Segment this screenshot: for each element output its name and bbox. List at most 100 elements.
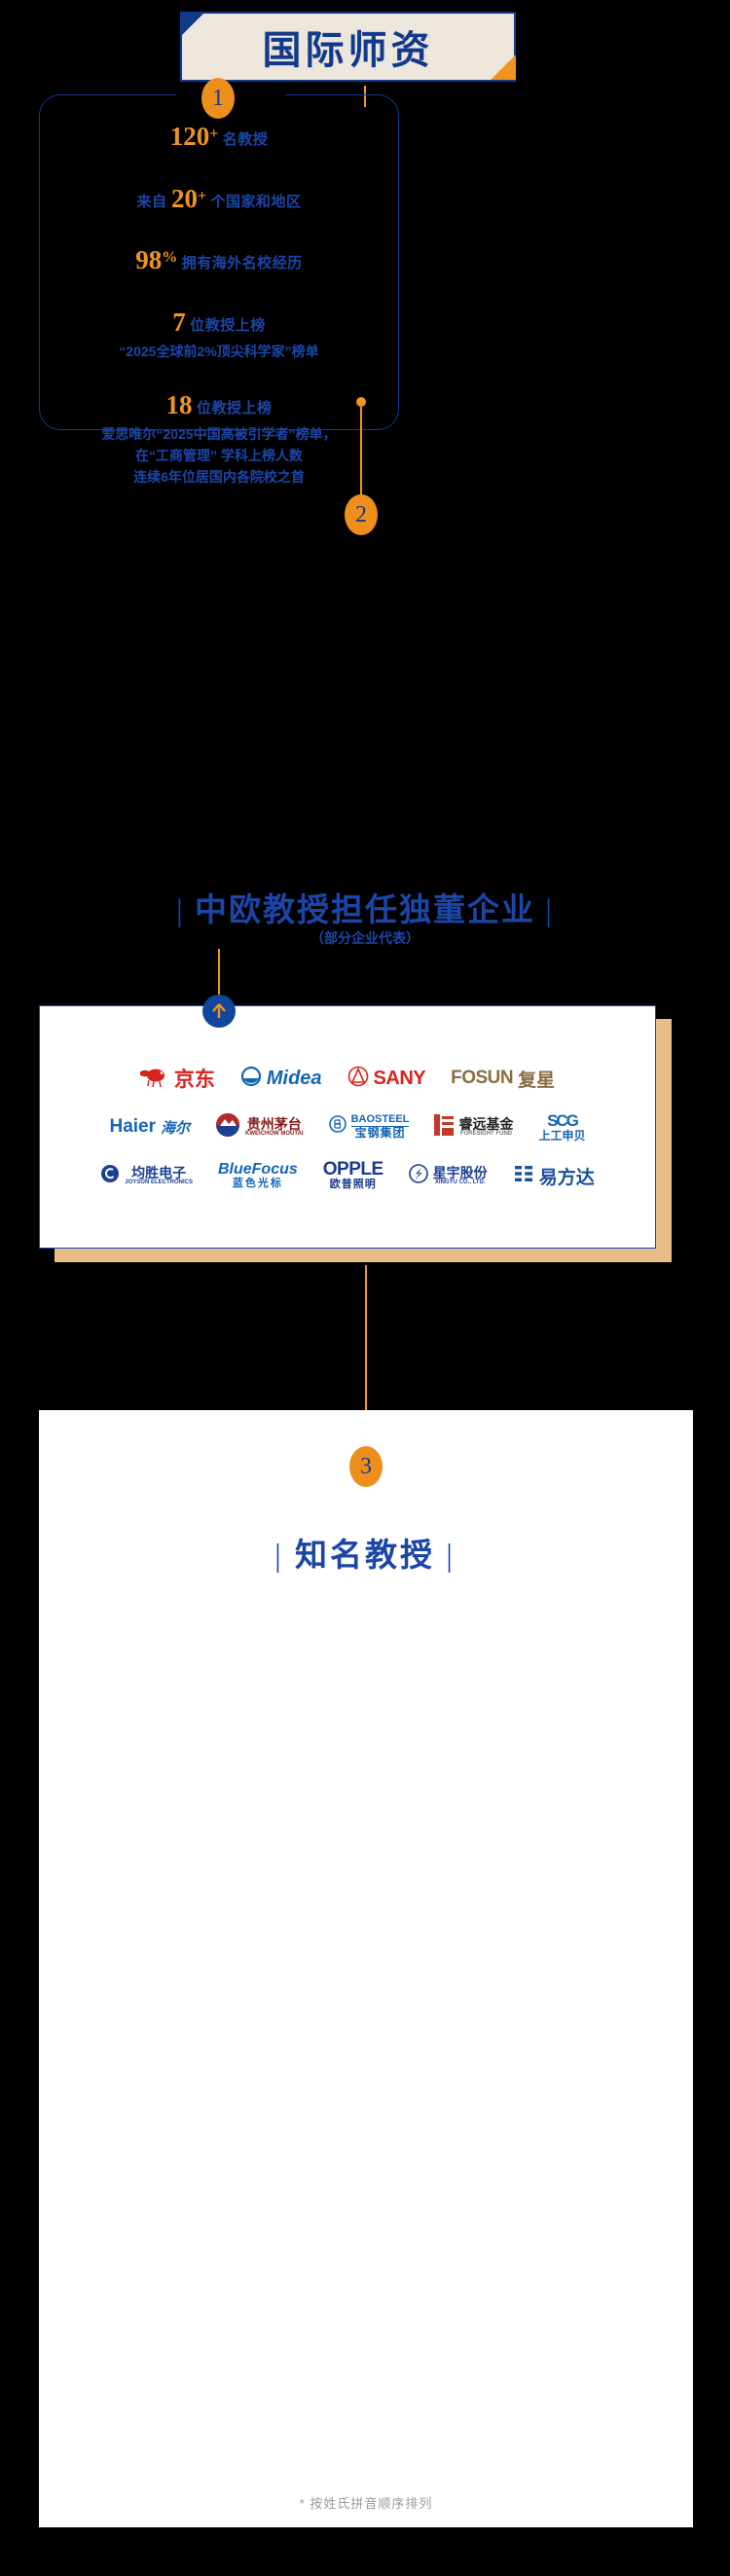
- section2-subtitle: （部分企业代表）: [310, 930, 420, 946]
- logo-row: Haier 海尔 贵州茅台 KWEICHOW MOUTAI BAOSTEEL 宝…: [64, 1103, 631, 1151]
- logo-foresight-fund: 睿远基金 FORESIGHT FUND: [434, 1113, 514, 1141]
- logo-fosun: FOSUN 复星: [451, 1066, 555, 1092]
- company-logo-grid: 京东 Midea SANY FOSUN 复星 Haier 海尔: [39, 1005, 656, 1249]
- foresight-bars-icon: [434, 1113, 455, 1141]
- baosteel-circle-icon: [328, 1115, 347, 1138]
- scg-label-cn: 上工申贝: [538, 1128, 586, 1143]
- stat-number: 18: [165, 389, 193, 419]
- baosteel-label-cn: 宝钢集团: [354, 1125, 406, 1140]
- connector-line-header-to-section1: [364, 86, 366, 107]
- joyson-label-cn: 均胜电子: [131, 1164, 187, 1180]
- opple-label-en: OPPLE: [322, 1159, 383, 1180]
- stat-item-professors: 120+ 名教授: [39, 117, 399, 157]
- section-badge-1: 1: [201, 78, 235, 119]
- xingyu-star-icon: [408, 1163, 428, 1188]
- logo-bluefocus: BlueFocus 蓝色光标: [217, 1160, 298, 1189]
- bluefocus-label-en: BlueFocus: [217, 1160, 298, 1178]
- connector-dot: [356, 397, 366, 407]
- stat-label: 拥有海外名校经历: [181, 255, 303, 272]
- jd-dog-icon: [139, 1065, 169, 1093]
- stat-superscript: %: [162, 249, 178, 266]
- stats-list: 120+ 名教授 来自 20+ 个国家和地区 98% 拥有海外名校经历 7 位教…: [39, 117, 399, 497]
- logo-jd: 京东: [139, 1064, 215, 1093]
- opple-label-cn: 欧普照明: [329, 1179, 377, 1191]
- logo-joyson: 均胜电子 JOYSON ELECTRONICS: [100, 1164, 193, 1188]
- connector-line-section2-to-section3: [365, 1265, 367, 1450]
- xingyu-label-cn: 星宇股份: [432, 1164, 488, 1180]
- section2-title: | 中欧教授担任独董企业 |: [0, 884, 730, 930]
- title-bar-left: |: [176, 893, 185, 928]
- stat-number: 20: [170, 183, 198, 213]
- stat-number: 98: [135, 245, 163, 274]
- stat-detail-line: 爱思唯尔“2025中国高被引学者”榜单，: [101, 426, 337, 443]
- stat-label: 个国家和地区: [210, 193, 302, 210]
- stat-detail-line: “2025全球前2%顶尖科学家”榜单: [119, 344, 319, 359]
- card-notch-right: [217, 92, 285, 98]
- stat-item-highly-cited: 18 位教授上榜 爱思唯尔“2025中国高被引学者”榜单， 在“工商管理” 学科…: [39, 385, 399, 489]
- stat-number: 120: [169, 122, 210, 151]
- sany-triangle-icon: [347, 1066, 369, 1092]
- baosteel-label-en: BAOSTEEL: [350, 1113, 410, 1127]
- stat-prefix: 来自: [136, 193, 167, 210]
- haier-label-cn: 海尔: [161, 1119, 191, 1137]
- stat-label: 位教授上榜: [190, 316, 266, 334]
- joyson-swirl-icon: [100, 1164, 120, 1188]
- page-header-banner: 国际师资: [0, 8, 730, 86]
- haier-label-en: Haier: [109, 1116, 157, 1137]
- stat-item-top2percent: 7 位教授上榜 “2025全球前2%顶尖科学家”榜单: [39, 303, 399, 363]
- logo-row: 京东 Midea SANY FOSUN 复星: [64, 1054, 631, 1103]
- logo-row: 均胜电子 JOYSON ELECTRONICS BlueFocus 蓝色光标 O…: [64, 1151, 631, 1200]
- midea-label-en: Midea: [266, 1067, 322, 1089]
- logo-midea: Midea: [240, 1066, 322, 1092]
- efunds-bars-icon: [513, 1164, 534, 1188]
- connector-line-section1-to-section2: [360, 407, 362, 514]
- section2-title-text: 中欧教授担任独董企业: [195, 893, 535, 928]
- moutai-label-en: KWEICHOW MOUTAI: [245, 1131, 304, 1138]
- joyson-label-en: JOYSON ELECTRONICS: [125, 1179, 193, 1186]
- logo-card: [39, 1005, 656, 1249]
- title-bar-right: |: [545, 893, 554, 928]
- logo-baosteel: BAOSTEEL 宝钢集团: [328, 1113, 410, 1140]
- logo-xingyu: 星宇股份 XINGYU CO., LTD.: [408, 1163, 488, 1188]
- card-notch-left: [176, 92, 223, 98]
- efunds-label-cn: 易方达: [538, 1167, 595, 1188]
- title-bar-right: |: [446, 1539, 456, 1574]
- scg-label-en: SCG: [547, 1110, 579, 1130]
- banner-fold-top-left-icon: [180, 12, 205, 37]
- jd-label-cn: 京东: [173, 1069, 215, 1091]
- logo-sany: SANY: [347, 1066, 426, 1092]
- section-badge-2: 2: [345, 494, 378, 535]
- stat-item-overseas: 98% 拥有海外名校经历: [39, 240, 399, 280]
- stat-number: 7: [172, 307, 186, 337]
- moutai-mountain-icon: [215, 1112, 240, 1143]
- stat-detail-line: 连续6年位居国内各院校之首: [133, 468, 305, 485]
- logo-kweichow-moutai: 贵州茅台 KWEICHOW MOUTAI: [215, 1112, 304, 1143]
- stat-superscript: +: [209, 126, 219, 142]
- logo-haier: Haier 海尔: [109, 1116, 190, 1138]
- midea-ring-icon: [240, 1066, 262, 1092]
- stat-item-countries: 来自 20+ 个国家和地区: [39, 179, 399, 219]
- logo-opple: OPPLE 欧普照明: [323, 1160, 383, 1190]
- section-badge-3: 3: [349, 1446, 383, 1487]
- logo-efunds: 易方达: [513, 1163, 595, 1189]
- professors-order-note: * 按姓氏拼音顺序排列: [299, 2496, 433, 2511]
- connector-line-section2-title-to-card: [218, 949, 220, 998]
- section3-title: | 知名教授 |: [0, 1529, 730, 1576]
- fosun-label-en: FOSUN: [451, 1068, 514, 1088]
- moutai-label-cn: 贵州茅台: [246, 1115, 302, 1132]
- stat-detail-line: 在“工商管理” 学科上榜人数: [135, 447, 303, 463]
- stat-superscript: +: [197, 187, 207, 204]
- stat-label: 名教授: [222, 131, 269, 148]
- arrow-up-icon: [202, 995, 236, 1028]
- banner-fold-bottom-right-icon: [491, 54, 516, 80]
- title-bar-left: |: [274, 1539, 284, 1574]
- section3-title-text: 知名教授: [295, 1539, 435, 1574]
- bluefocus-label-cn: 蓝色光标: [232, 1177, 283, 1189]
- professors-panel: [39, 1410, 693, 2527]
- banner-body: [180, 12, 516, 82]
- sany-label-en: SANY: [373, 1067, 426, 1089]
- page-title: 国际师资: [262, 28, 434, 72]
- foresight-label-cn: 睿远基金: [458, 1115, 514, 1132]
- logo-scg-shanggong: SCG 上工申贝: [538, 1110, 586, 1143]
- foresight-label-en: FORESIGHT FUND: [459, 1131, 513, 1138]
